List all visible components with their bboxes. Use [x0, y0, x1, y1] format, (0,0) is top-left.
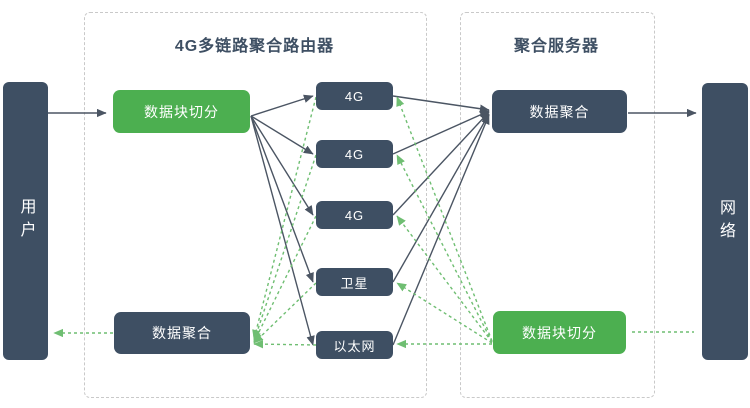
network-node: 网络: [702, 83, 748, 360]
router-data-split-node: 数据块切分: [113, 90, 250, 133]
server-data-merge-node: 数据聚合: [492, 90, 627, 133]
network-node-label: 网络: [717, 198, 734, 245]
server-data-split-node: 数据块切分: [493, 311, 626, 354]
user-node: 用户: [3, 82, 48, 360]
server-group-title: 聚合服务器: [513, 38, 599, 55]
router-data-merge-node: 数据聚合: [114, 312, 250, 354]
link-node-4g-2: 4G: [316, 140, 393, 168]
link-node-4g-1: 4G: [316, 82, 393, 110]
link-node-satellite: 卫星: [316, 268, 393, 296]
user-node-label: 用户: [17, 198, 35, 244]
router-group-title: 4G多链路聚合路由器: [174, 38, 335, 55]
link-node-4g-3: 4G: [316, 201, 393, 229]
link-node-ethernet: 以太网: [316, 331, 393, 359]
